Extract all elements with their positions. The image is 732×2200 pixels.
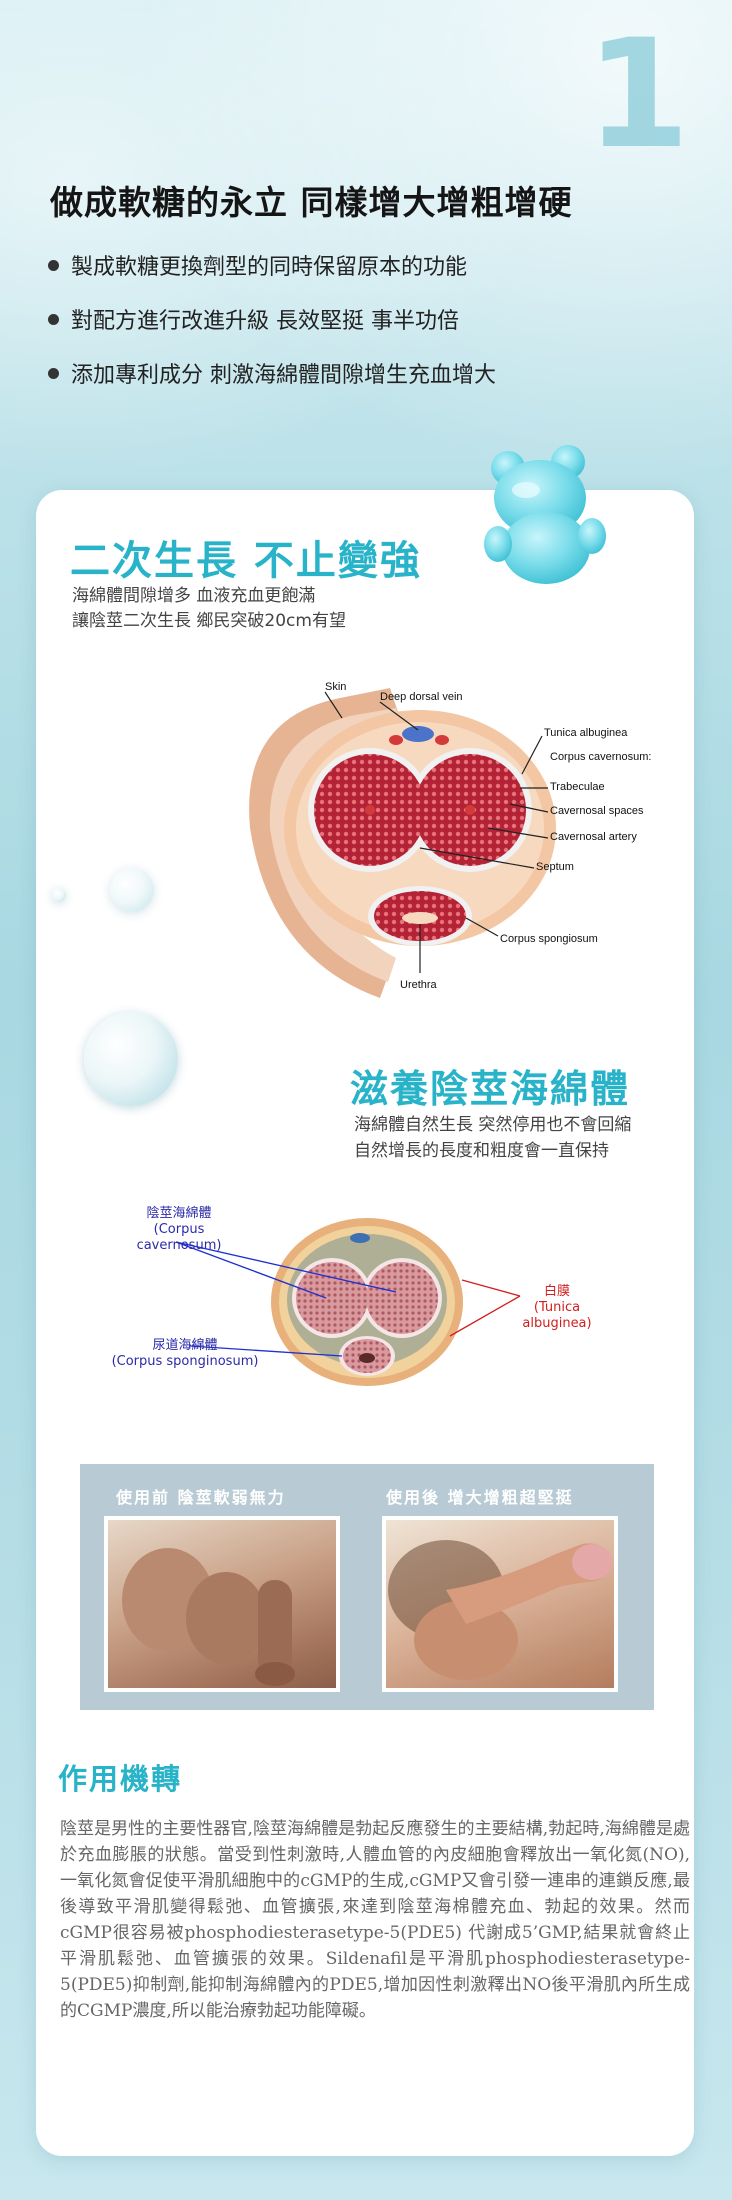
label-spongiosum: 尿道海綿體 (Corpus sponginosum) [110, 1338, 260, 1370]
label-urethra: Urethra [400, 979, 438, 991]
cavernosum-diagram [175, 1218, 521, 1386]
feature-item: 製成軟糖更換劑型的同時保留原本的功能 [48, 238, 688, 292]
before-photo [104, 1516, 340, 1692]
label-cavernosum-en: (Corpus cavernosum) [136, 1222, 222, 1253]
bullet-dot-icon [48, 367, 59, 379]
after-photo [382, 1516, 618, 1692]
label-cavernosum-zh: 陰莖海綿體 [146, 1206, 212, 1221]
feature-list: 製成軟糖更換劑型的同時保留原本的功能 對配方進行改進升級 長效堅挺 事半功倍 添… [48, 238, 688, 400]
label-corpus-spongiosum: Corpus spongiosum [500, 933, 598, 945]
section-number: 1 [585, 8, 690, 182]
label-septum: Septum [536, 861, 574, 873]
label-tunica-albuginea: Tunica albuginea [544, 727, 628, 739]
label-spongiosum-en: (Corpus sponginosum) [111, 1354, 259, 1369]
label-cavernosal-artery: Cavernosal artery [550, 831, 637, 843]
feature-text: 製成軟糖更換劑型的同時保留原本的功能 [71, 255, 468, 280]
label-tunica-zh: 白膜 [543, 1284, 570, 1299]
gummy-bear-image [484, 445, 606, 584]
bubble-decoration [110, 868, 154, 912]
section1-subtitle: 海綿體間隙增多 血液充血更飽滿 讓陰莖二次生長 鄉民突破20cm有望 [72, 584, 346, 634]
bullet-dot-icon [48, 313, 59, 325]
label-skin: Skin [325, 681, 346, 693]
label-spongiosum-zh: 尿道海綿體 [152, 1338, 218, 1353]
label-trabeculae: Trabeculae [550, 781, 605, 793]
label-corpus-cavernosum: Corpus cavernosum: [550, 751, 652, 763]
label-tunica: 白膜 (Tunica albuginea) [522, 1284, 592, 1332]
feature-item: 添加專利成分 刺激海綿體間隙增生充血增大 [48, 346, 688, 400]
label-tunica-en: (Tunica albuginea) [522, 1300, 592, 1331]
subtitle-line: 讓陰莖二次生長 鄉民突破20cm有望 [72, 611, 346, 631]
feature-text: 添加專利成分 刺激海綿體間隙增生充血增大 [71, 363, 496, 388]
mechanism-body: 陰莖是男性的主要性器官,陰莖海綿體是勃起反應發生的主要結構,勃起時,海綿體是處於… [60, 1819, 690, 2021]
mechanism-title: 作用機轉 [58, 1762, 183, 1796]
label-cavernosal-spaces: Cavernosal spaces [550, 805, 644, 817]
subtitle-line: 海綿體間隙增多 血液充血更飽滿 [72, 586, 316, 606]
page-headline: 做成軟糖的永立 同樣增大增粗增硬 [50, 183, 573, 222]
subtitle-line: 海綿體自然生長 突然停用也不會回縮 [354, 1115, 632, 1135]
label-deep-dorsal-vein: Deep dorsal vein [380, 691, 463, 703]
label-cavernosum: 陰莖海綿體 (Corpus cavernosum) [124, 1206, 234, 1254]
penis-cross-section-diagram: Skin Deep dorsal vein Tunica albuginea C… [249, 681, 652, 998]
subtitle-line: 自然增長的長度和粗度會一直保持 [354, 1141, 609, 1161]
bubble-decoration [84, 1012, 178, 1106]
section2-title: 滋養陰莖海綿體 [350, 1067, 631, 1111]
feature-item: 對配方進行改進升級 長效堅挺 事半功倍 [48, 292, 688, 346]
after-label: 使用後 增大增粗超堅挺 [386, 1488, 574, 1507]
section2-subtitle: 海綿體自然生長 突然停用也不會回縮 自然增長的長度和粗度會一直保持 [354, 1112, 631, 1164]
bubble-decoration [52, 888, 66, 902]
bullet-dot-icon [48, 259, 59, 271]
before-label: 使用前 陰莖軟弱無力 [116, 1488, 286, 1507]
feature-text: 對配方進行改進升級 長效堅挺 事半功倍 [71, 309, 459, 334]
section1-title: 二次生長 不止變強 [70, 538, 422, 584]
